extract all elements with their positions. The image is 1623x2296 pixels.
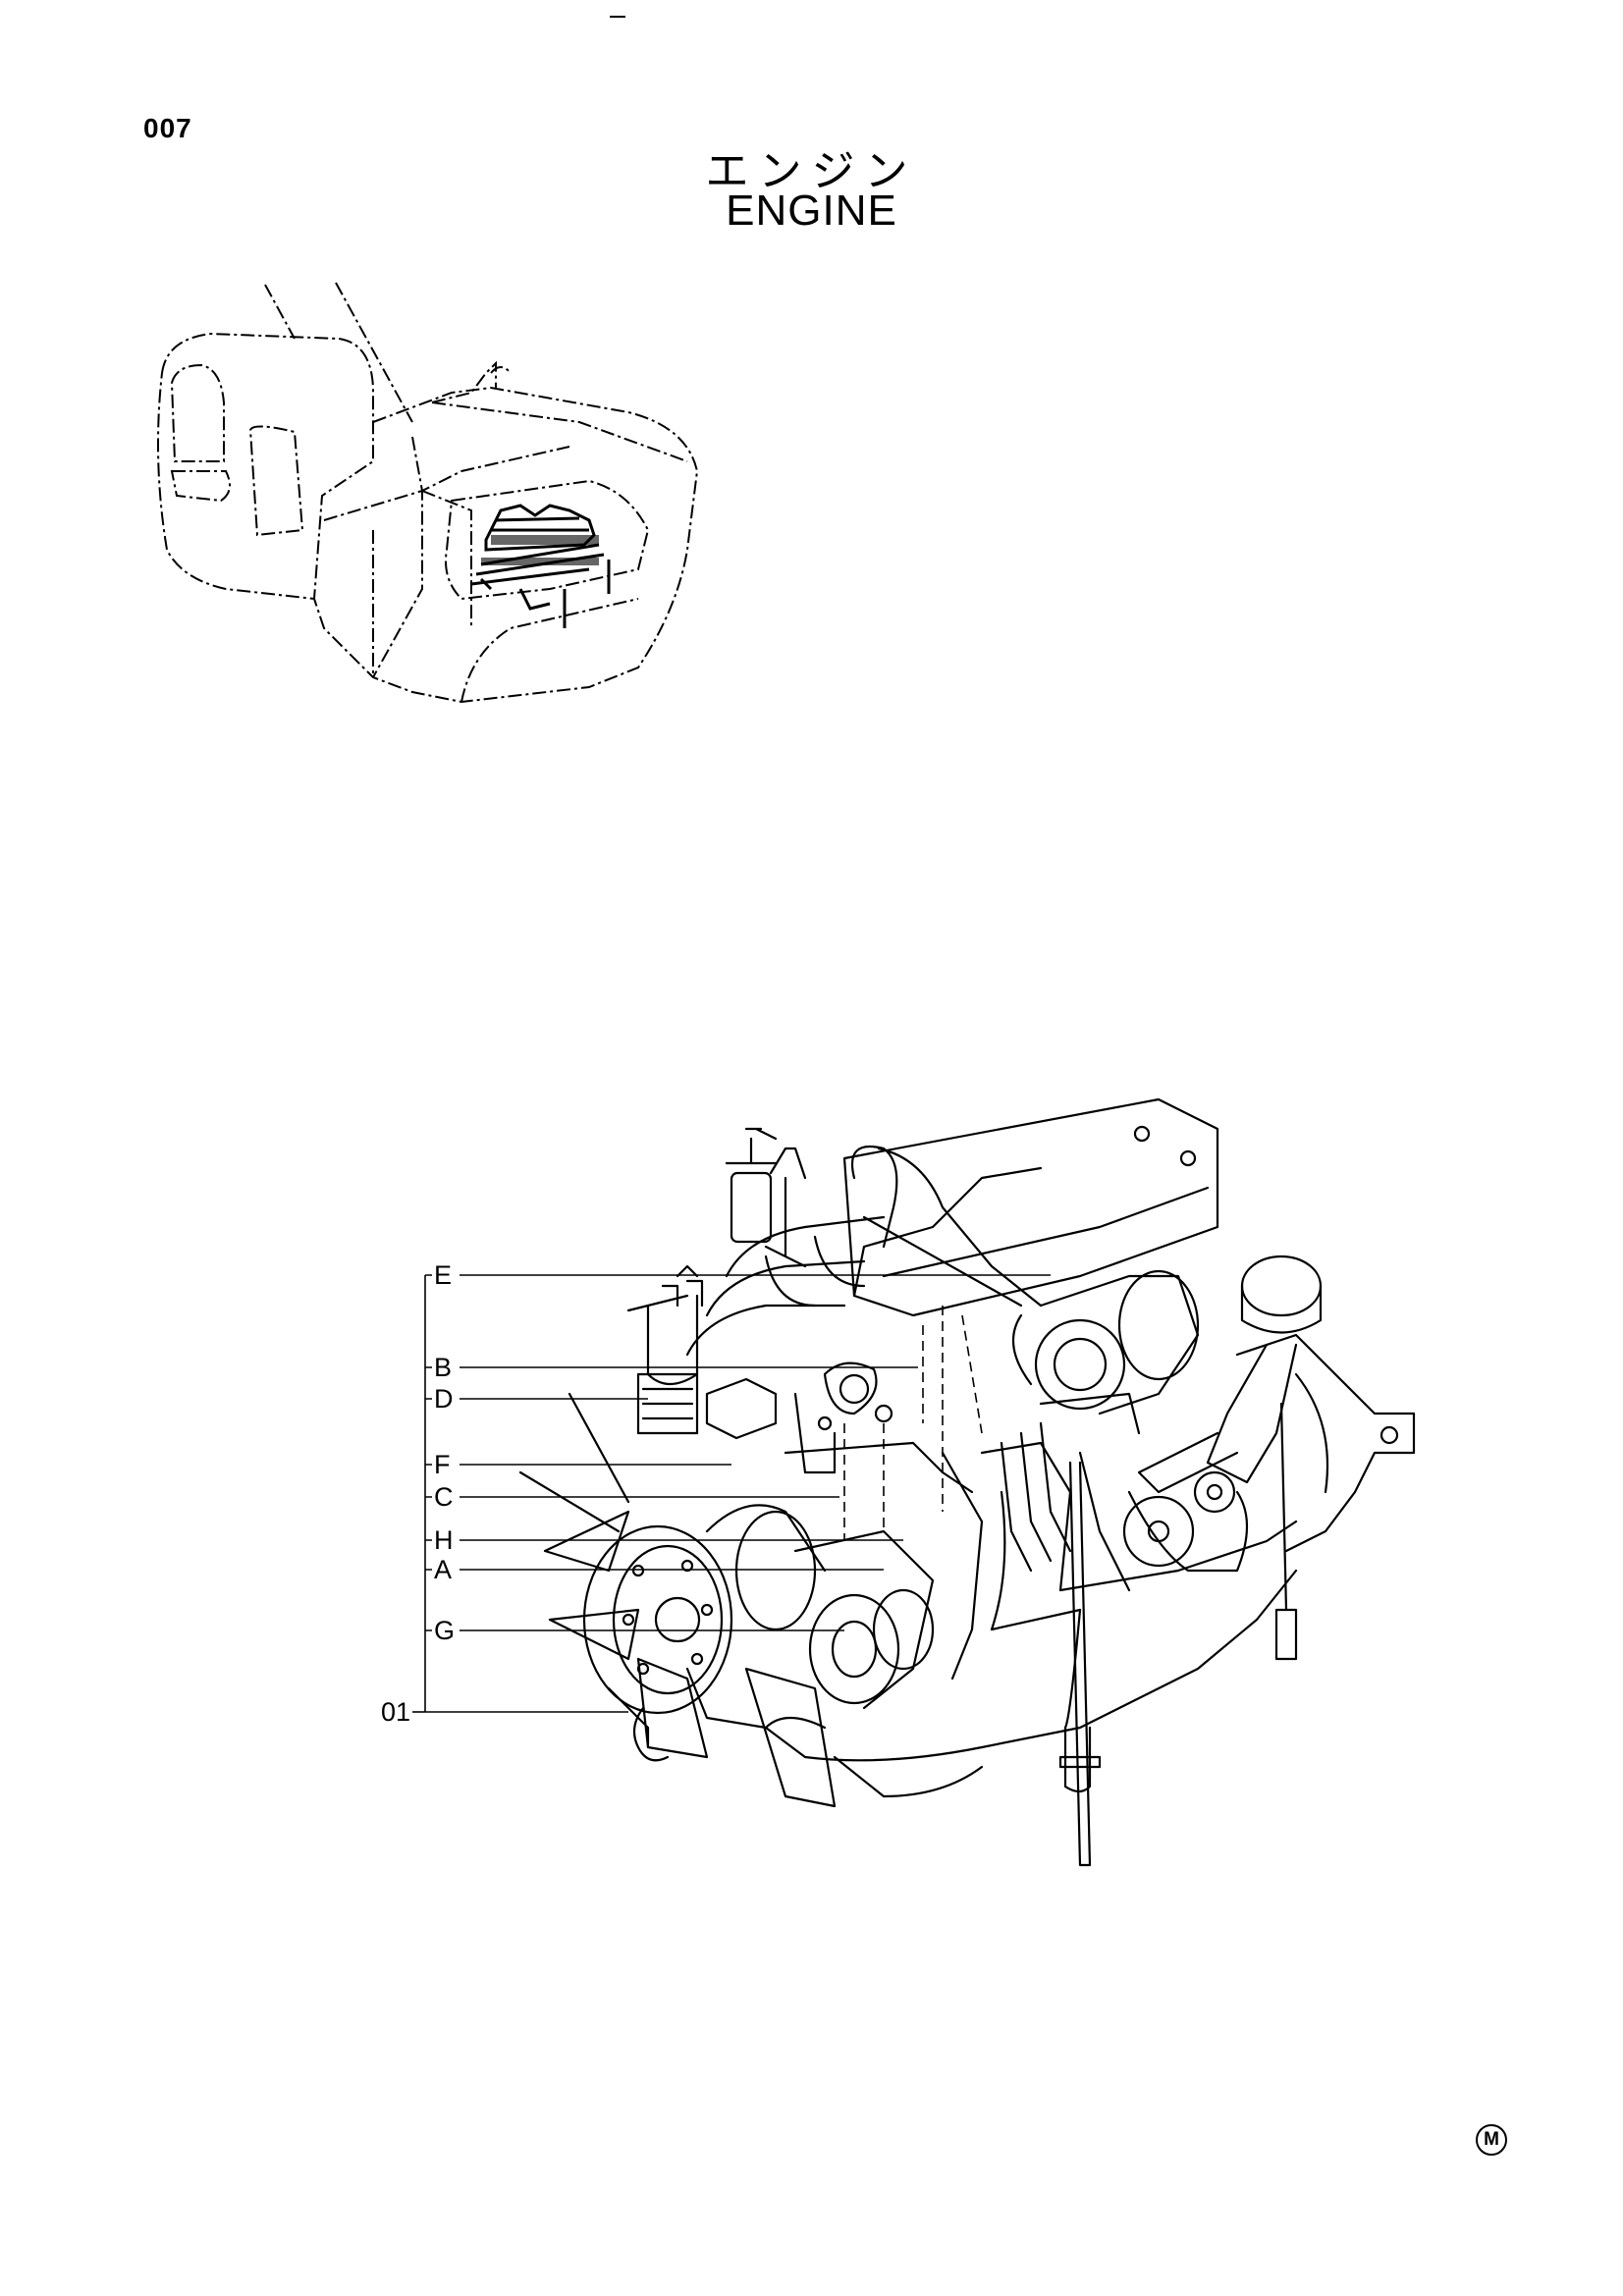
callout-label-d: D (433, 1384, 455, 1414)
part-number-label: 01 (380, 1697, 412, 1727)
page-number: 007 (143, 113, 192, 143)
callout-label-a: A (433, 1555, 454, 1584)
callout-label-c: C (433, 1482, 455, 1512)
callout-label-b: B (433, 1353, 454, 1382)
page-title-japanese: エンジン (705, 146, 918, 196)
page-title-english: ENGINE (726, 187, 897, 235)
callout-label-f: F (433, 1450, 452, 1479)
callout-label-h: H (433, 1525, 455, 1555)
circled-m-mark: M (1476, 2124, 1507, 2156)
callout-label-g: G (433, 1616, 457, 1645)
top-tick-mark (610, 16, 625, 18)
callout-label-e: E (433, 1260, 454, 1290)
